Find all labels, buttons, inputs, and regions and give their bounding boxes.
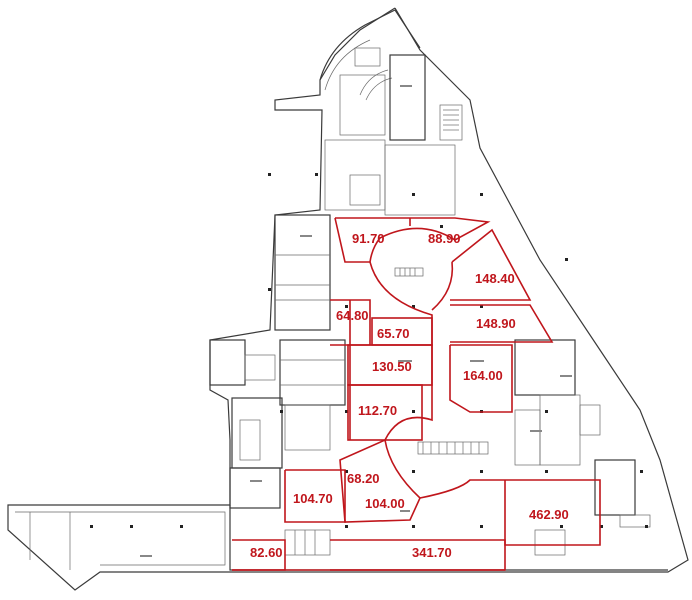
area-label: 148.40 (475, 271, 515, 286)
area-label: 112.70 (358, 403, 397, 418)
building-outline (7, 7, 689, 591)
area-label: 88.90 (428, 231, 461, 246)
area-label: 104.70 (293, 491, 333, 506)
area-label: 104.00 (365, 496, 405, 511)
escalator-icon (417, 441, 489, 455)
area-label: 82.60 (250, 545, 283, 560)
area-label: 64.80 (336, 308, 369, 323)
leased-units (232, 217, 601, 571)
structural-columns (90, 173, 648, 528)
area-label: 164.00 (463, 368, 503, 383)
stair-icon (439, 104, 463, 141)
area-label: 91.70 (352, 231, 385, 246)
area-label: 462.90 (529, 507, 569, 522)
area-label: 65.70 (377, 326, 410, 341)
area-label: 341.70 (412, 545, 452, 560)
area-label: 130.50 (372, 359, 412, 374)
escalator-icon (394, 267, 424, 277)
room-tags (140, 85, 572, 557)
area-label: 148.90 (476, 316, 516, 331)
area-labels: 91.70 88.90 148.40 64.80 65.70 148.90 13… (250, 231, 569, 560)
area-label: 68.20 (347, 471, 380, 486)
